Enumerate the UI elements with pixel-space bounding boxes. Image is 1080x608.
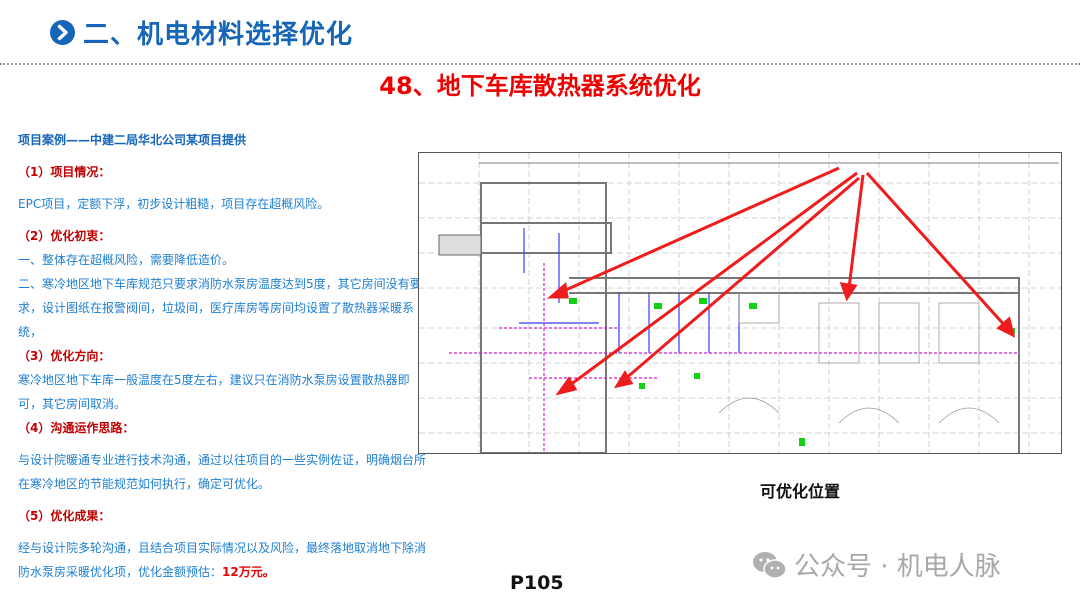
- page-number: P105: [510, 572, 564, 594]
- section-title: 二、机电材料选择优化: [83, 19, 354, 50]
- section-heading-1: （1）项目情况：: [18, 165, 111, 179]
- section-text-5-body: 经与设计院多轮沟通，且结合项目实际情况以及风险，最终落地取消地下除消防水泵房采暖…: [18, 541, 427, 579]
- section-heading-3: （3）优化方向：: [18, 349, 111, 363]
- section-text-2b: 二、寒冷地区地下车库规范只要求消防水泵房温度达到5度，其它房间没有要求，设计图纸…: [18, 277, 422, 339]
- section-heading-5: （5）优化成果：: [18, 509, 111, 523]
- dotted-divider: [0, 63, 1080, 65]
- section-text-3: 寒冷地区地下车库一般温度在5度左右，建议只在消防水泵房设置散热器即可，其它房间取…: [18, 373, 410, 411]
- section-heading-4: （4）沟通运作思路：: [18, 421, 135, 435]
- watermark: 公众号 · 机电人脉: [752, 546, 1001, 583]
- section-heading-2: （2）优化初衷：: [18, 229, 111, 243]
- section-text-2a: 一、整体存在超概风险，需要降低造价。: [18, 253, 235, 267]
- slide-subtitle: 48、地下车库散热器系统优化: [379, 72, 701, 100]
- wechat-icon: [753, 551, 787, 579]
- section-text-5: 经与设计院多轮沟通，且结合项目实际情况以及风险，最终落地取消地下除消防水泵房采暖…: [18, 536, 426, 584]
- case-description: 项目案例——中建二局华北公司某项目提供 （1）项目情况： EPC项目，定额下浮，…: [18, 128, 426, 584]
- chevron-right-circle-icon: [50, 19, 75, 45]
- case-title: 项目案例——中建二局华北公司某项目提供: [18, 133, 247, 147]
- section-header: 二、机电材料选择优化: [50, 12, 353, 52]
- watermark-text: 公众号 · 机电人脉: [794, 552, 1001, 582]
- section-text-1: EPC项目，定额下浮，初步设计粗糙，项目存在超概风险。: [18, 197, 330, 211]
- hvac-floor-plan-drawing: [418, 152, 1062, 454]
- savings-amount: 12万元。: [222, 565, 275, 579]
- section-text-4: 与设计院暖通专业进行技术沟通，通过以往项目的一些实例佐证，明确烟台所在寒冷地区的…: [18, 453, 427, 491]
- figure-caption: 可优化位置: [760, 482, 841, 501]
